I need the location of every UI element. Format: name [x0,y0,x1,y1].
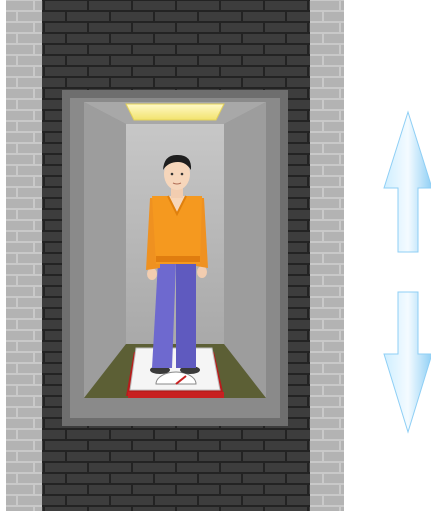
bathroom-scale [126,348,224,398]
arrow-up-icon [384,112,431,252]
arrow-down-icon [384,292,431,432]
ceiling-light [126,104,224,120]
